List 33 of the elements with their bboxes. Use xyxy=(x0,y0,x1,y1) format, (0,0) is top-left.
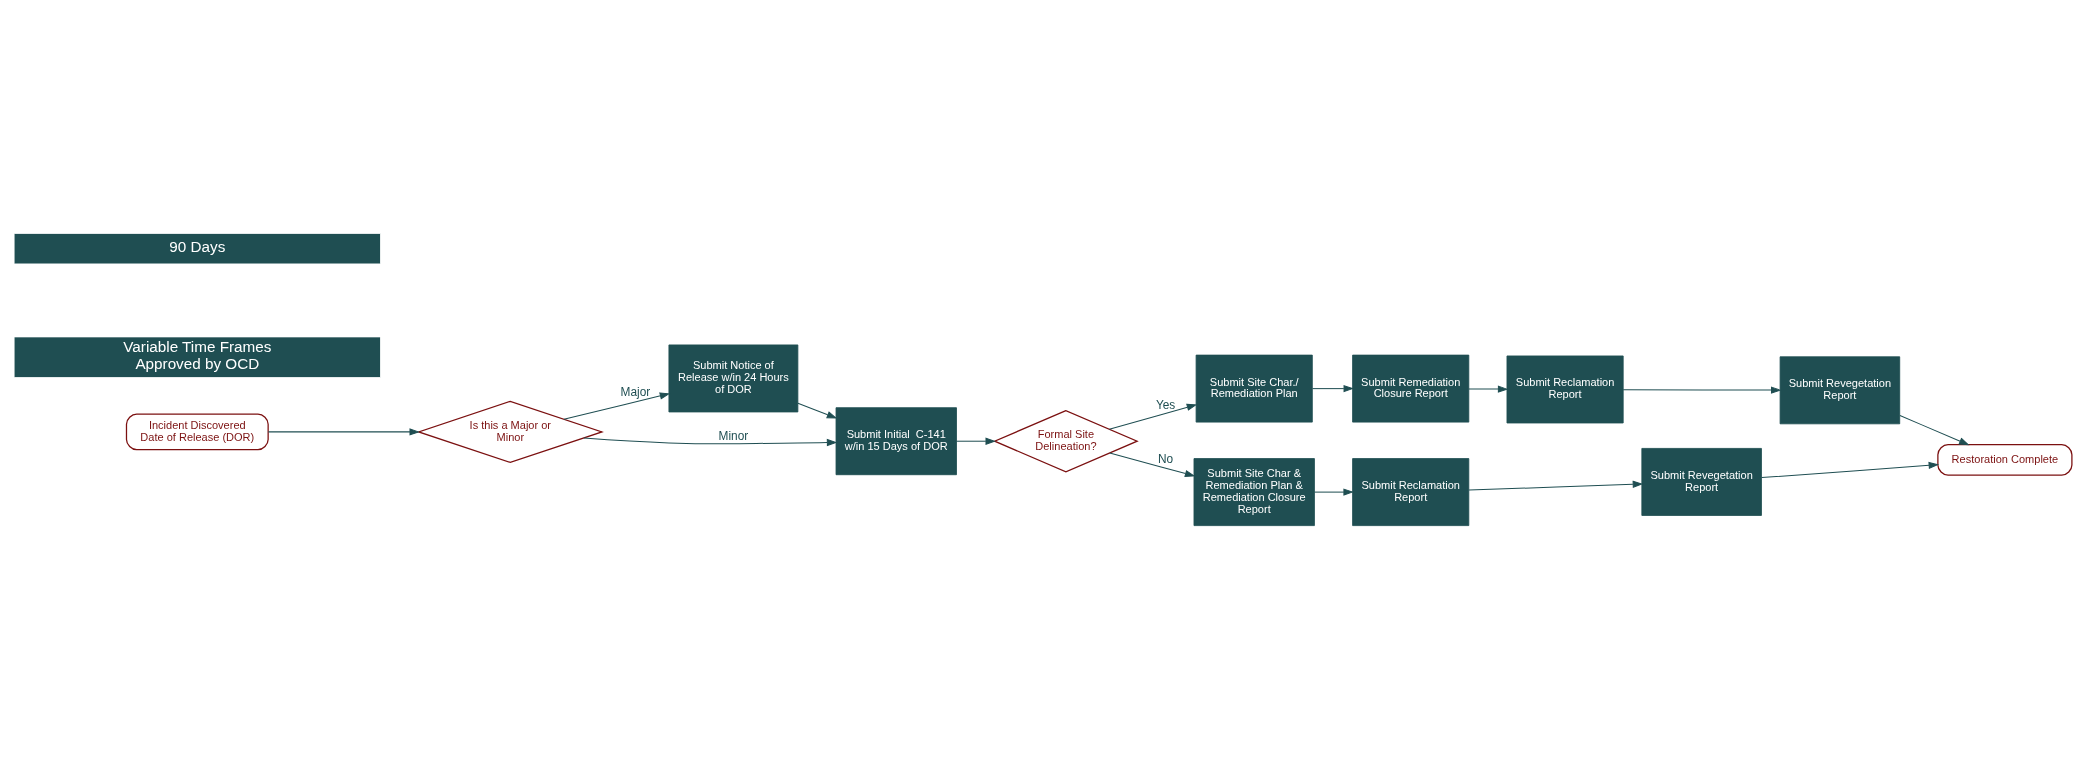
arrow xyxy=(956,437,996,445)
node-box: Submit Remediation Closure Report xyxy=(1352,354,1470,423)
arrow xyxy=(1109,452,1196,478)
node-box: Submit Site Char./ Remediation Plan xyxy=(1195,354,1313,423)
arrow xyxy=(1899,415,1970,446)
node-box: Submit Reclamation Report xyxy=(1506,355,1624,424)
arrow xyxy=(267,428,421,436)
edge-label: Minor xyxy=(718,428,749,443)
arrow xyxy=(1622,386,1782,394)
node-box: Submit Site Char & Remediation Plan & Remediation Closure Report xyxy=(1193,458,1315,527)
node-diamond: Is this a Major or Minor xyxy=(416,400,604,464)
node-box: 90 Days xyxy=(13,232,381,265)
node-box: Submit Reclamation Report xyxy=(1352,458,1470,527)
node-diamond: Formal Site Delineation? xyxy=(993,409,1139,473)
arrow xyxy=(1313,488,1354,496)
node-box: Variable Time Frames Approved by OCD xyxy=(13,336,381,378)
edge-label: Yes xyxy=(1155,398,1176,413)
arrow xyxy=(583,437,838,447)
arrow xyxy=(1468,385,1509,393)
node-box: Submit Notice of Release w/in 24 Hours of DOR xyxy=(668,344,799,413)
arrow xyxy=(797,402,838,419)
node-box: Submit Revegetation Report xyxy=(1641,448,1762,516)
arrow xyxy=(1761,461,1940,479)
arrow xyxy=(563,392,671,420)
node-box: Restoration Complete xyxy=(1937,443,2073,476)
edge-label: No xyxy=(1157,452,1174,467)
node-box: Incident Discovered Date of Release (DOR) xyxy=(125,413,269,451)
node-box: Submit Initial C-141 w/in 15 Days of DOR xyxy=(835,407,957,476)
node-box: Submit Revegetation Report xyxy=(1779,356,1901,425)
edge-label: Major xyxy=(620,385,651,400)
arrow xyxy=(1311,384,1355,393)
arrow xyxy=(1468,480,1644,491)
arrow xyxy=(1108,403,1198,430)
